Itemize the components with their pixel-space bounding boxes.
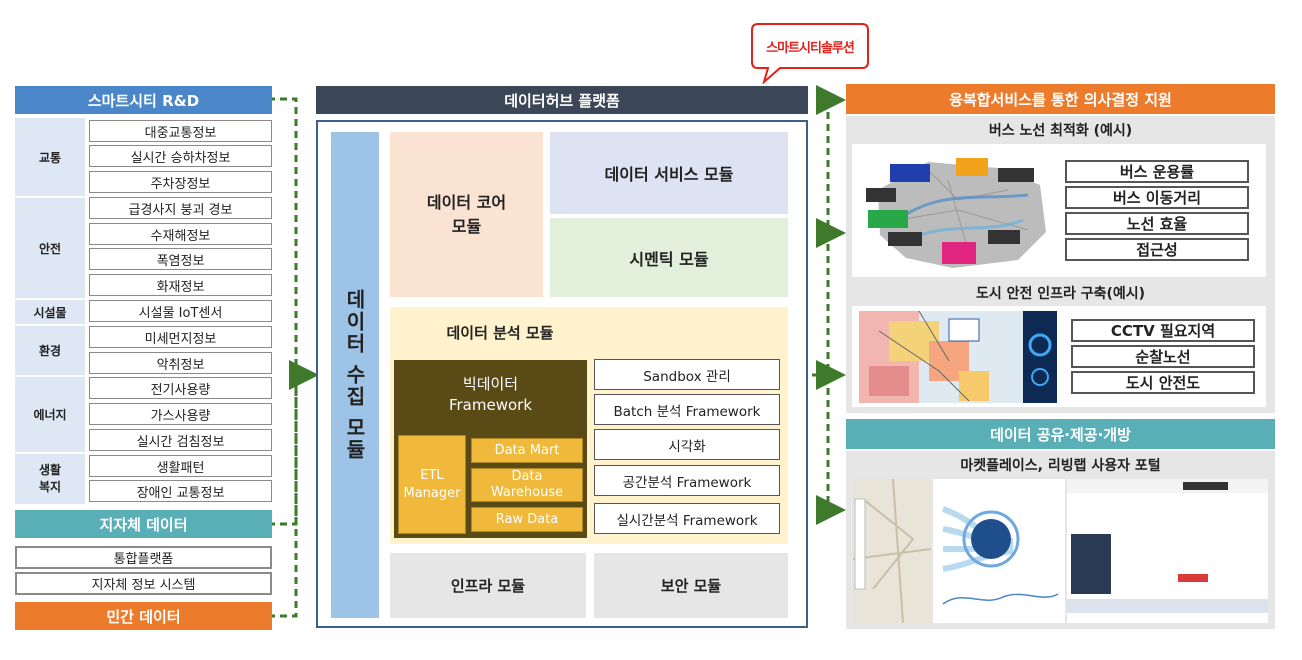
- item-fine-dust: 미세먼지정보: [89, 326, 272, 348]
- item-integrated-platform: 통합플랫폼: [15, 546, 272, 569]
- safety-heatmap: [859, 311, 1057, 403]
- private-title-bar: 민간 데이터: [15, 602, 272, 630]
- item-gas: 가스사용량: [89, 403, 272, 425]
- collect-module-label: 데이터 수집 모듈: [342, 289, 367, 461]
- item-flood: 수재해정보: [89, 223, 272, 245]
- category-traffic: 교통: [38, 150, 62, 165]
- local-title: 지자체 데이터: [99, 515, 188, 534]
- bus-route-map: [866, 158, 1046, 268]
- item-parking: 주차장정보: [89, 171, 272, 193]
- category-facility: 시설물: [33, 305, 67, 320]
- tool-visualization: 시각화: [594, 429, 780, 460]
- hub-title: 데이터허브 플랫폼: [504, 91, 620, 110]
- safety-item-patrol: 순찰노선: [1071, 345, 1255, 368]
- item-iot-sensor: 시설물 IoT센서: [89, 300, 272, 322]
- collect-module: 데이터 수집 모듈: [331, 132, 379, 618]
- bus-item-distance: 버스 이동거리: [1065, 186, 1249, 209]
- category-welfare: 생활 복지: [38, 463, 62, 494]
- item-local-info-system: 지자체 정보 시스템: [15, 572, 272, 595]
- category-environment: 환경: [38, 344, 62, 358]
- tool-sandbox: Sandbox 관리: [594, 359, 780, 390]
- category-column: [15, 118, 85, 504]
- data-warehouse: Data Warehouse: [471, 468, 583, 502]
- item-disabled-transit: 장애인 교통정보: [89, 480, 272, 502]
- safety-item-index: 도시 안전도: [1071, 371, 1255, 394]
- private-title: 민간 데이터: [106, 607, 181, 626]
- decision-title-bar: 융복합서비스를 통한 의사결정 지원: [846, 84, 1275, 114]
- item-electricity: 전기사용량: [89, 377, 272, 399]
- item-boarding: 실시간 승하차정보: [89, 145, 272, 167]
- category-safety: 안전: [38, 241, 62, 256]
- item-metering: 실시간 검침정보: [89, 429, 272, 451]
- security-module: 보안 모듈: [594, 553, 788, 618]
- hub-title-bar: 데이터허브 플랫폼: [316, 86, 808, 114]
- item-odor: 악취정보: [89, 352, 272, 374]
- rnd-title: 스마트시티 R&D: [87, 91, 200, 110]
- callout-label: 스마트시티솔루션: [766, 40, 855, 56]
- etl-manager: ETL Manager: [398, 435, 466, 534]
- callout-bubble: [751, 23, 869, 84]
- item-fire: 화재정보: [89, 274, 272, 296]
- data-mart: Data Mart: [471, 438, 583, 463]
- service-module: 데이터 서비스 모듈: [550, 132, 788, 214]
- safety-item-cctv: CCTV 필요지역: [1071, 319, 1255, 342]
- safety-title: 도시 안전 인프라 구축(예시): [975, 286, 1146, 302]
- item-life-pattern: 생활패턴: [89, 455, 272, 477]
- core-module: 데이터 코어 모듈: [390, 132, 543, 297]
- portal-title: 마켓플레이스, 리빙랩 사용자 포털: [960, 458, 1161, 474]
- local-title-bar: 지자체 데이터: [15, 510, 272, 538]
- connector-rnd: [268, 97, 298, 370]
- item-public-transit: 대중교통정보: [89, 120, 272, 142]
- decision-title: 융복합서비스를 통한 의사결정 지원: [949, 90, 1172, 109]
- sharing-title-bar: 데이터 공유·제공·개방: [846, 419, 1275, 449]
- bigdata-framework-label: 빅데이터 Framework: [448, 375, 533, 414]
- connector-local: [268, 370, 298, 526]
- category-energy: 에너지: [33, 408, 67, 422]
- portal-screenshots: [853, 479, 1268, 623]
- rnd-title-bar: 스마트시티 R&D: [15, 86, 272, 114]
- bus-item-operation: 버스 운용률: [1065, 160, 1249, 183]
- sharing-title: 데이터 공유·제공·개방: [990, 425, 1131, 444]
- raw-data: Raw Data: [471, 507, 583, 532]
- tool-batch: Batch 분석 Framework: [594, 394, 780, 425]
- infra-module: 인프라 모듈: [390, 553, 586, 618]
- tool-spatial: 공간분석 Framework: [594, 465, 780, 496]
- analysis-module-label: 데이터 분석 모듈: [446, 323, 554, 342]
- item-heatwave: 폭염정보: [89, 248, 272, 270]
- bus-item-accessibility: 접근성: [1065, 238, 1249, 261]
- semantic-module: 시멘틱 모듈: [550, 218, 788, 297]
- bus-title: 버스 노선 최적화 (예시): [988, 123, 1133, 139]
- item-slope-alert: 급경사지 붕괴 경보: [89, 197, 272, 219]
- tool-realtime: 실시간분석 Framework: [594, 503, 780, 534]
- connector-private: [268, 376, 298, 618]
- bus-item-efficiency: 노선 효율: [1065, 212, 1249, 235]
